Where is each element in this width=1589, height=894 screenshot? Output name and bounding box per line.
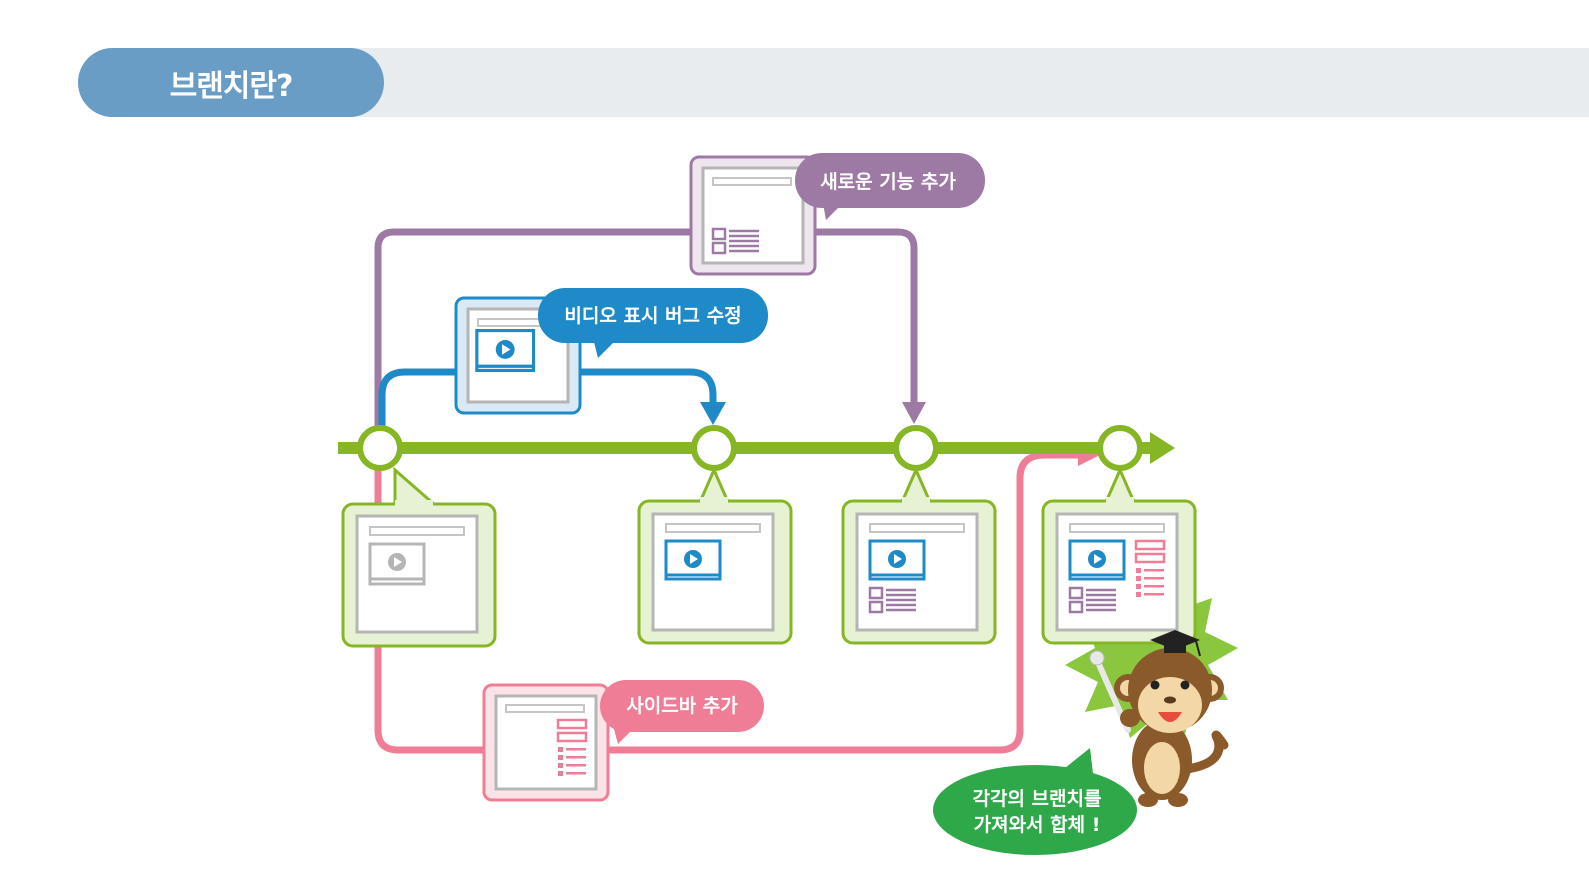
sidebar-branch-line (374, 451, 1080, 754)
feature-branch-arrow (902, 402, 926, 424)
merge-label-bubble: 각각의 브랜치를 가져와서 합체 ! (933, 748, 1137, 855)
merge-label-line2: 가져와서 합체 ! (974, 814, 1101, 836)
feature-branch-card (689, 155, 817, 276)
snapshot-card-feature (841, 466, 997, 645)
snapshot-card-bugfix (637, 466, 793, 645)
page-title-pill: 브랜치란? (78, 48, 384, 117)
sidebar-label: 사이드바 추가 (626, 695, 738, 717)
bugfix-label: 비디오 표시 버그 수정 (564, 305, 741, 327)
sidebar-label-bubble: 사이드바 추가 (600, 680, 764, 744)
sidebar-branch-card (482, 683, 610, 802)
feature-branch-line (374, 228, 918, 445)
commit-node (1097, 425, 1143, 471)
commit-node (691, 425, 737, 471)
commit-node (357, 425, 403, 471)
feature-label: 새로운 기능 추가 (820, 171, 956, 193)
main-branch-arrow (1150, 432, 1175, 464)
bugfix-branch-arrow (700, 402, 726, 425)
bugfix-label-bubble: 비디오 표시 버그 수정 (538, 288, 768, 358)
feature-label-bubble: 새로운 기능 추가 (795, 153, 985, 220)
page-title: 브랜치란? (169, 68, 294, 104)
graduation-cap-icon (1150, 630, 1200, 650)
monkey-mascot (1089, 630, 1229, 807)
snapshot-card-initial (341, 466, 497, 648)
commit-node (893, 425, 939, 471)
merge-label-line1: 각각의 브랜치를 (973, 788, 1102, 810)
snapshot-card-merged (1041, 466, 1197, 645)
